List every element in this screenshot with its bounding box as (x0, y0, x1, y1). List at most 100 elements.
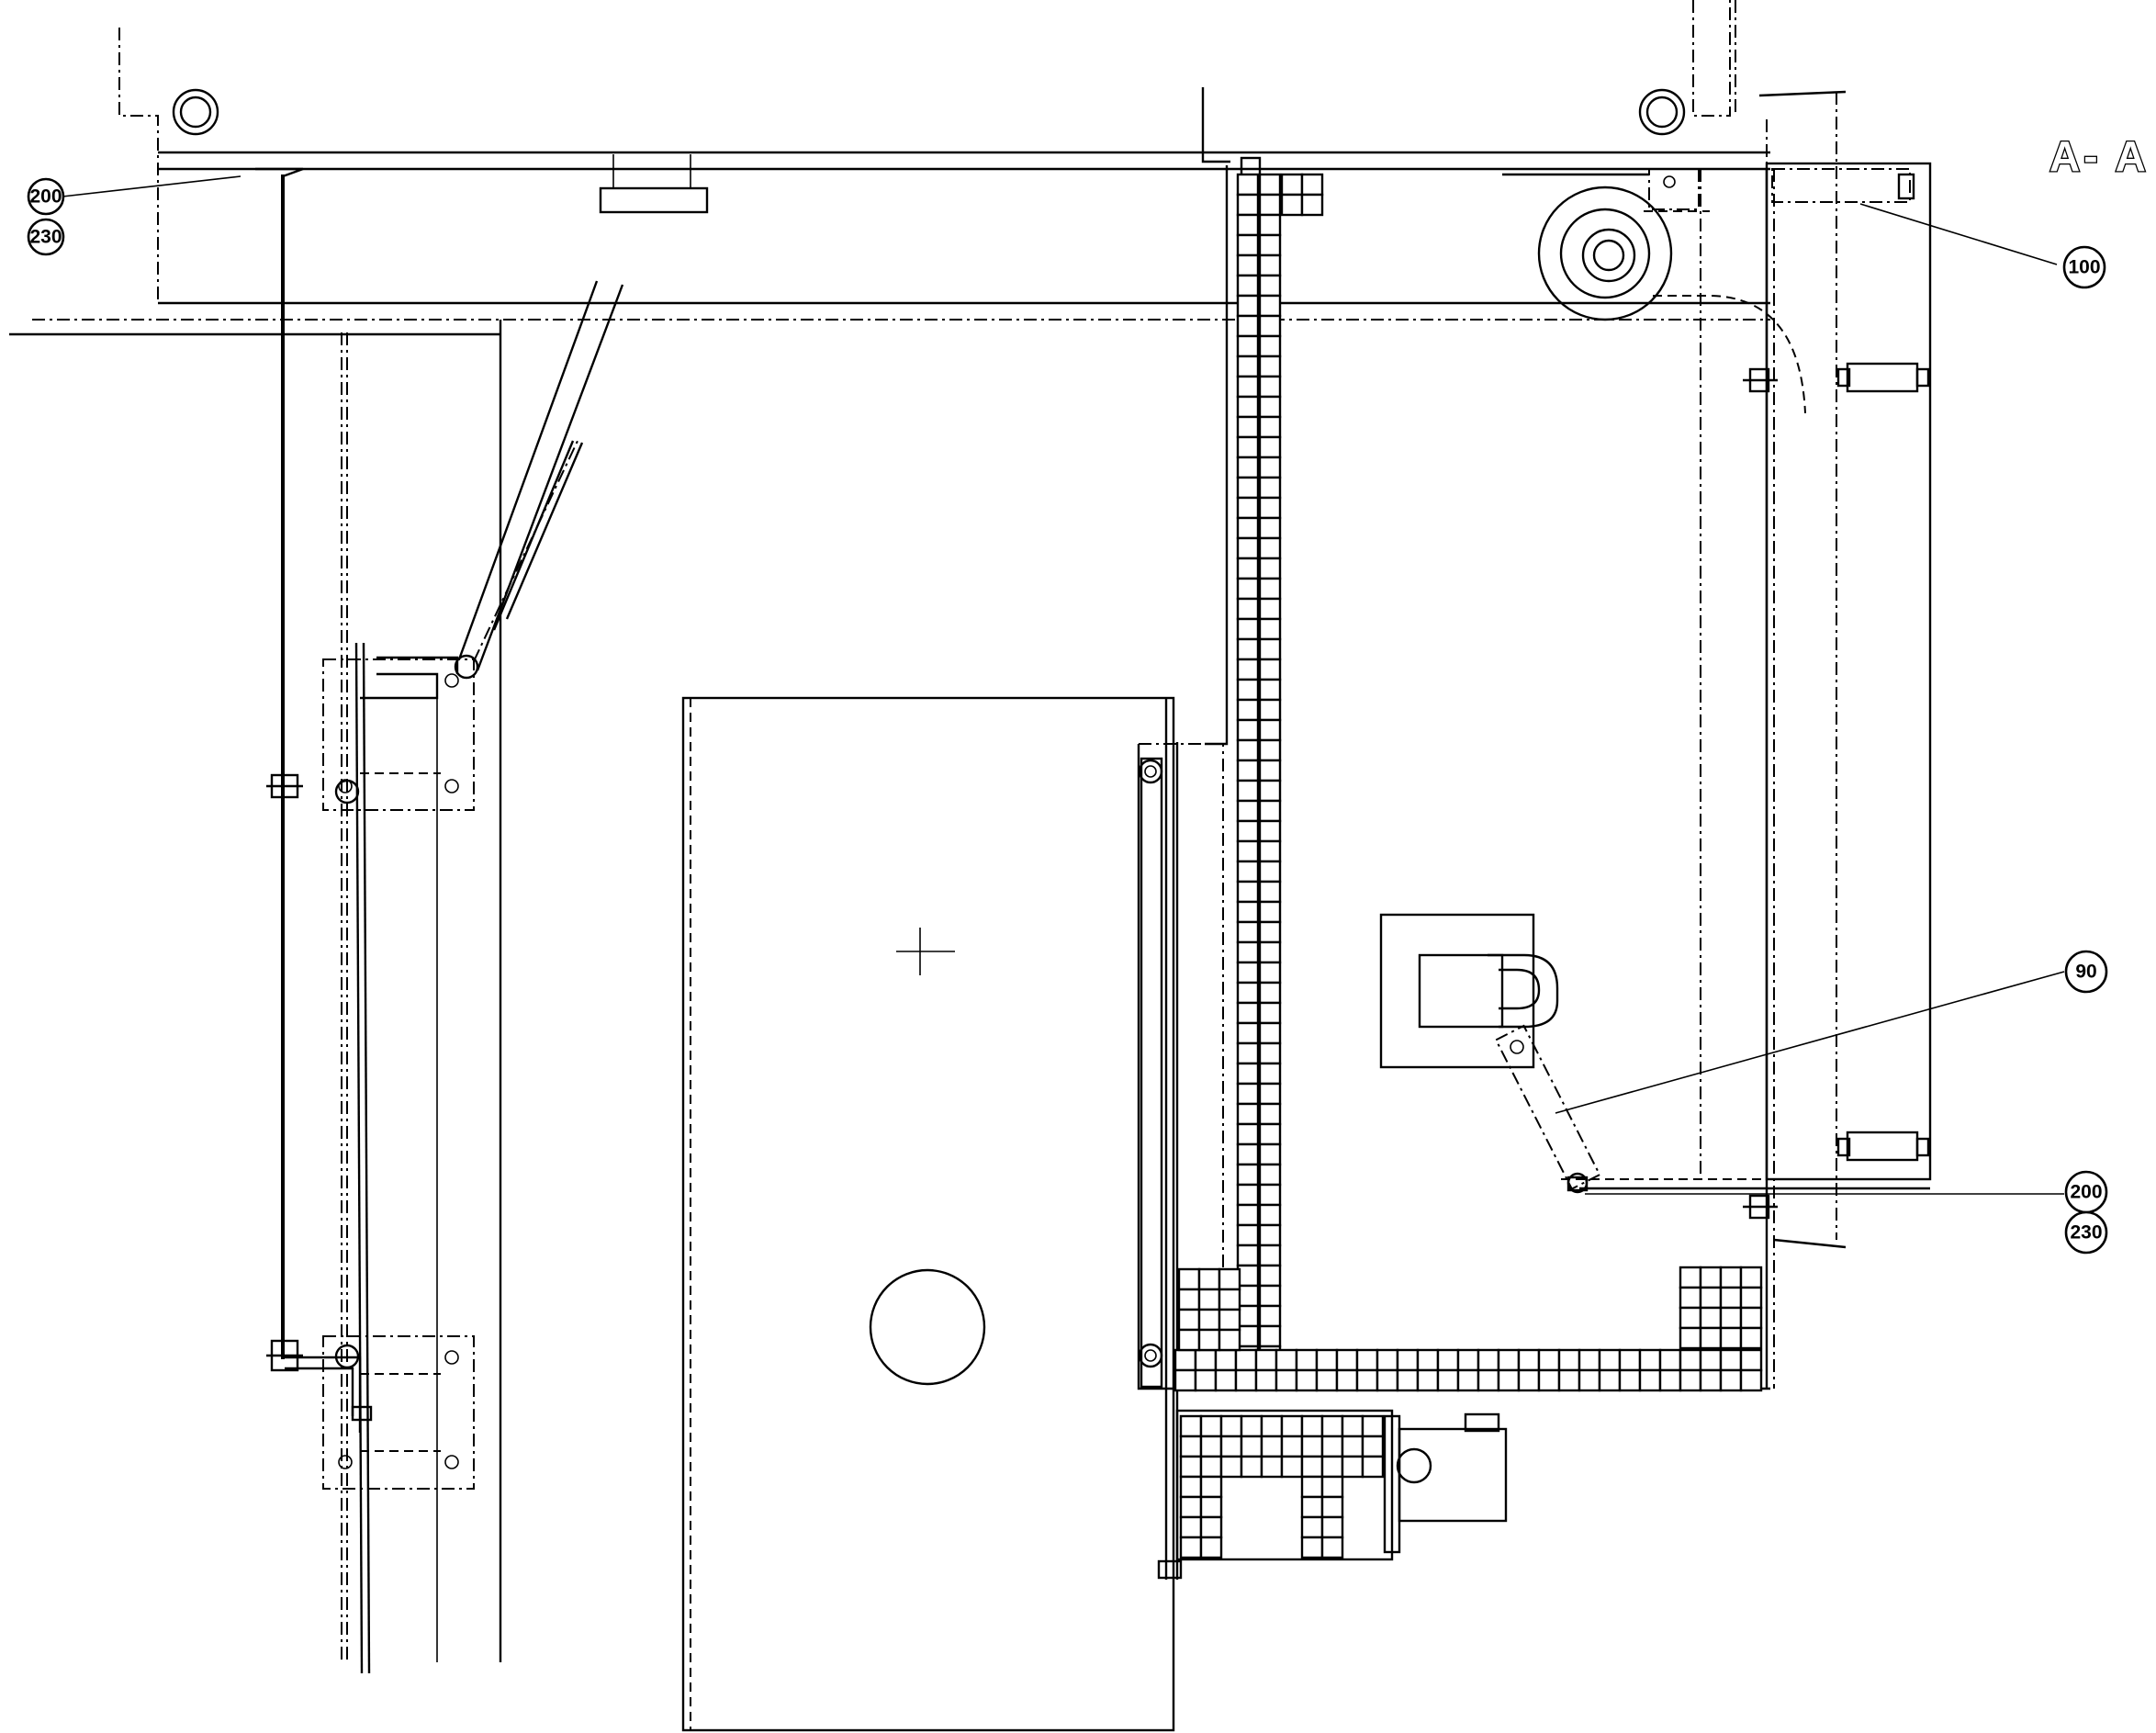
grid-cell (1236, 496, 1260, 520)
grid-cell (1236, 698, 1260, 722)
grid-cell (1234, 1348, 1258, 1372)
grid-cell (1258, 1122, 1282, 1146)
grid-cell (1236, 536, 1260, 560)
grid-cell (1236, 920, 1260, 944)
grid-cell (1341, 1455, 1364, 1479)
grid-cell (1199, 1455, 1223, 1479)
grid-cell (1236, 819, 1260, 843)
grid-cell (1179, 1536, 1203, 1559)
grid-cell (1236, 981, 1260, 1005)
grid-cell (1236, 880, 1260, 904)
grid-cell (1236, 395, 1260, 419)
grid-cell (1258, 456, 1282, 479)
grid-cell (1699, 1368, 1723, 1392)
grid-cell (1258, 1243, 1282, 1267)
grid-cell (1699, 1306, 1723, 1330)
grid-cell (1197, 1267, 1221, 1291)
grid-cell (1739, 1326, 1763, 1350)
grid-cell (1300, 1435, 1324, 1458)
grid-cell (1179, 1414, 1203, 1438)
grid-cell (1199, 1435, 1223, 1458)
grid-cell (1679, 1368, 1702, 1392)
grid-cell (1236, 1142, 1260, 1166)
grid-cell (1456, 1348, 1480, 1372)
grid-cell (1179, 1495, 1203, 1519)
grid-cell (1361, 1435, 1385, 1458)
grid-cell (1258, 860, 1282, 883)
grid-cell (1578, 1368, 1601, 1392)
grid-cell (1456, 1368, 1480, 1392)
grid-cell (1258, 900, 1282, 924)
grid-cell (1258, 314, 1282, 338)
grid-cell (1719, 1306, 1743, 1330)
grid-cell (1320, 1536, 1344, 1559)
grid-cell (1236, 1264, 1260, 1288)
center-panel (681, 696, 1179, 1732)
grid-cell (1236, 193, 1260, 217)
grid-cell (1638, 1348, 1662, 1372)
grid-cell (1258, 435, 1282, 459)
grid-cell (1214, 1348, 1238, 1372)
grid-cell (1719, 1348, 1743, 1372)
grid-cell (1361, 1414, 1385, 1438)
lower-actuator (1157, 1409, 1508, 1580)
grid-cell (1236, 839, 1260, 863)
grid-cell (1658, 1368, 1682, 1392)
grid-cell (1537, 1368, 1561, 1392)
right-assembly (1502, 90, 1932, 1249)
grid-cell (1236, 233, 1260, 257)
grid-cell (1236, 860, 1260, 883)
grid-cell (1236, 617, 1260, 641)
grid-cell (1320, 1455, 1344, 1479)
grid-cell (1258, 698, 1282, 722)
grid-cell (1618, 1368, 1642, 1392)
grid-cell (1258, 839, 1282, 863)
grid-cell (1320, 1414, 1344, 1438)
grid-cell (1258, 1264, 1282, 1288)
grid-cell (1739, 1286, 1763, 1310)
grid-cell (1300, 1475, 1324, 1499)
grid-cell (1258, 1304, 1282, 1328)
grid-cell (1361, 1455, 1385, 1479)
grid-cell (1199, 1414, 1223, 1438)
grid-cell (1679, 1306, 1702, 1330)
grid-cell (1295, 1368, 1319, 1392)
grid-cell (1578, 1348, 1601, 1372)
callout-100: 100 (2062, 245, 2106, 289)
grid-cell (1280, 1435, 1304, 1458)
grid-cell (1236, 557, 1260, 580)
grid-cell (1315, 1348, 1339, 1372)
handle-assembly (1379, 913, 1601, 1194)
grid-cell (1236, 334, 1260, 358)
grid-cell (1236, 173, 1260, 197)
grid-cell (1258, 597, 1282, 621)
grid-cell (1258, 1324, 1282, 1348)
grid-cell (1258, 799, 1282, 823)
grid-cell (1254, 1368, 1278, 1392)
grid-cell (1236, 1062, 1260, 1086)
grid-cell (1739, 1348, 1763, 1372)
grid-cell (1416, 1348, 1440, 1372)
grid-cell (1236, 1001, 1260, 1025)
grid-cell (1179, 1435, 1203, 1458)
grid-cell (1258, 880, 1282, 904)
perforated-grid (1173, 173, 1763, 1559)
grid-cell (1719, 1266, 1743, 1289)
grid-cell (1300, 193, 1324, 217)
grid-cell (1260, 1455, 1284, 1479)
grid-cell (1197, 1328, 1221, 1352)
grid-cell (1258, 718, 1282, 742)
grid-cell (1258, 496, 1282, 520)
grid-cell (1320, 1435, 1344, 1458)
grid-cell (1199, 1475, 1223, 1499)
grid-cell (1194, 1348, 1218, 1372)
grid-cell (1258, 1082, 1282, 1106)
grid-cell (1658, 1348, 1682, 1372)
grid-cell (1258, 1021, 1282, 1045)
grid-cell (1335, 1348, 1359, 1372)
grid-cell (1517, 1348, 1541, 1372)
grid-cell (1300, 1515, 1324, 1539)
grid-cell (1699, 1266, 1723, 1289)
grid-cell (1236, 253, 1260, 277)
grid-cell (1436, 1348, 1460, 1372)
